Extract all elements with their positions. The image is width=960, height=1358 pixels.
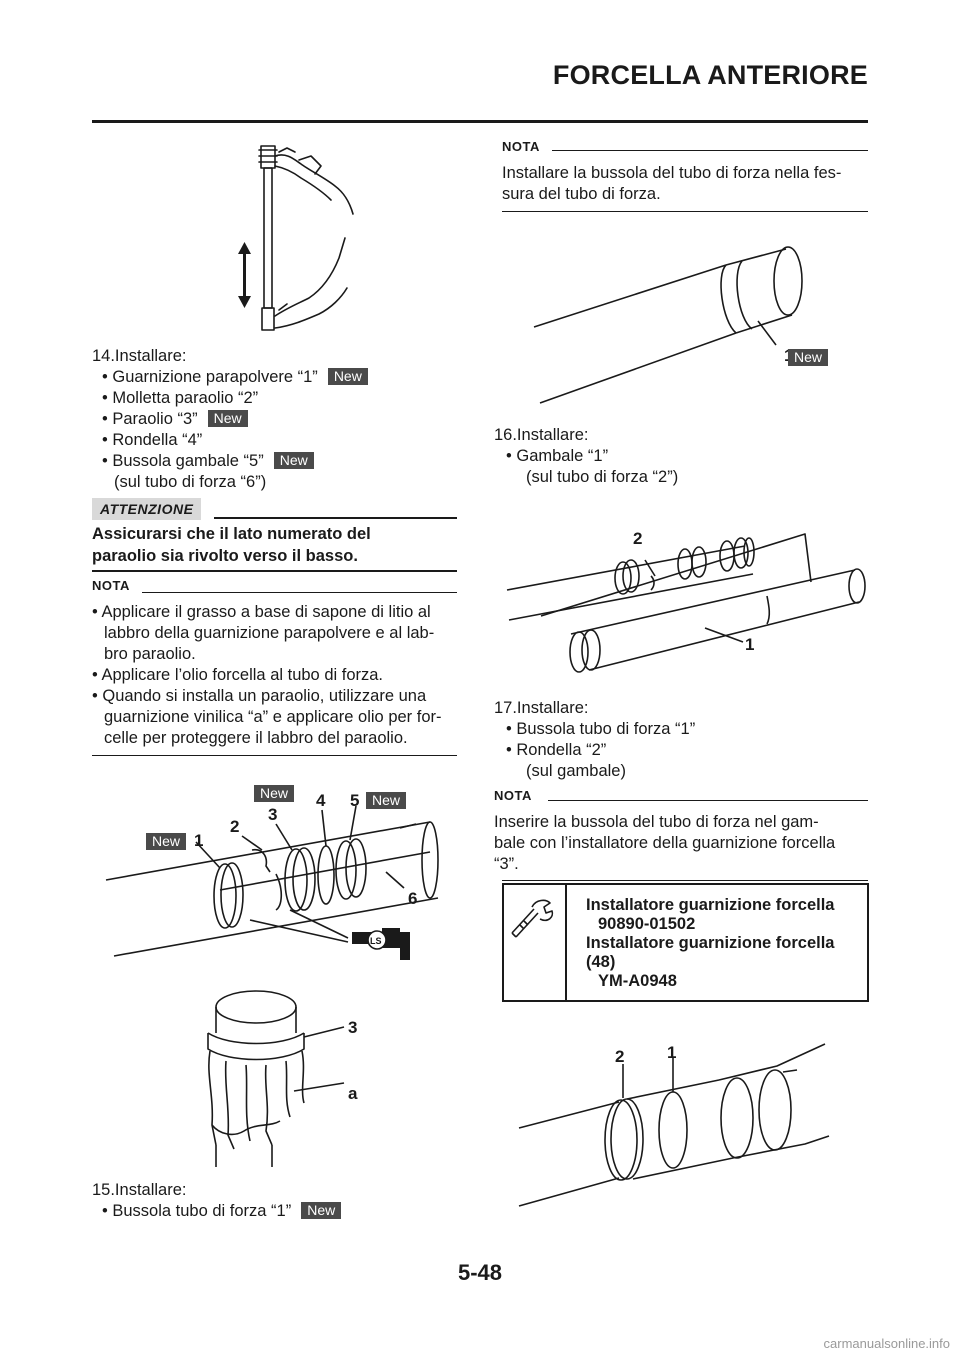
step15-heading: 15.Installare: xyxy=(92,1181,187,1199)
fig-bushing-washer: 2 1 xyxy=(518,1043,830,1207)
svg-text:LS: LS xyxy=(370,936,382,946)
nota3-line: “3”. xyxy=(494,855,519,873)
nota2-rule-bottom xyxy=(502,211,868,212)
tool-box xyxy=(502,883,869,1002)
fig-hands-tool xyxy=(238,145,354,331)
step14-item-5: • Bussola gambale “5”New xyxy=(102,451,314,473)
nota2-line: Installare la bussola del tubo di forza … xyxy=(502,164,842,182)
step17-item-1: • Bussola tubo di forza “1” xyxy=(506,720,696,738)
attention-label: ATTENZIONE xyxy=(92,498,202,520)
step17-heading: 17.Installare: xyxy=(494,699,589,717)
tool-line: Installatore guarnizione forcella xyxy=(586,934,835,952)
nota1-line: labbro della guarnizione parapolvere e a… xyxy=(104,624,435,642)
new-badge: New xyxy=(327,368,368,385)
svg-text:3: 3 xyxy=(348,1018,357,1037)
new-badge: New xyxy=(207,410,248,427)
nota1-label: NOTA xyxy=(92,578,130,593)
nota2-line: sura del tubo di forza. xyxy=(502,185,661,203)
svg-text:2: 2 xyxy=(230,817,239,836)
step14-item-1: • Guarnizione parapolvere “1”New xyxy=(102,367,368,389)
page-title: FORCELLA ANTERIORE xyxy=(552,60,868,90)
nota3-line: Inserire la bussola del tubo di forza ne… xyxy=(494,813,819,831)
step14-item-3: • Paraolio “3”New xyxy=(102,409,248,431)
nota3-rule-bottom xyxy=(502,880,868,881)
svg-text:2: 2 xyxy=(615,1047,624,1066)
step16-item-1: • Gambale “1” xyxy=(506,447,609,465)
step14-item-2: • Molletta paraolio “2” xyxy=(102,389,259,407)
header-rule xyxy=(92,120,868,123)
nota1-line: • Quando si installa un paraolio, utiliz… xyxy=(92,687,427,705)
step15-item-1: • Bussola tubo di forza “1”New xyxy=(102,1201,342,1223)
attention-line-1: Assicurarsi che il lato numerato del xyxy=(92,525,371,543)
nota1-line: guarnizione vinilica “a” e applicare oli… xyxy=(104,708,442,726)
page-number: 5-48 xyxy=(457,1260,503,1285)
tool-line: 90890-01502 xyxy=(598,915,696,933)
attention-rule-bottom xyxy=(92,570,457,572)
svg-text:4: 4 xyxy=(316,791,326,810)
nota2-label: NOTA xyxy=(502,139,540,154)
nota2-rule xyxy=(552,150,868,151)
wrench-icon xyxy=(511,899,554,938)
step17-item-2: • Rondella “2” xyxy=(506,741,607,759)
fig-seals-on-tube: LS 1 2 3 4 5 6 xyxy=(105,791,439,960)
fig-outer-inner-tube: 2 1 xyxy=(506,529,866,673)
nota1-line: • Applicare l’olio forcella al tubo di f… xyxy=(92,666,384,684)
nota1-line: bro paraolio. xyxy=(104,645,196,663)
step17-item-3: (sul gambale) xyxy=(526,762,626,780)
fig2-new-badge-3: New xyxy=(254,785,295,804)
svg-text:1: 1 xyxy=(745,635,754,654)
fig2-new-badge-5: New xyxy=(366,792,407,811)
step16-heading: 16.Installare: xyxy=(494,426,589,444)
tool-line: YM-A0948 xyxy=(598,972,677,990)
fig2-new-badge-1: New xyxy=(146,833,187,852)
new-badge: New xyxy=(273,452,314,469)
attention-line-2: paraolio sia rivolto verso il basso. xyxy=(92,547,358,565)
svg-text:1: 1 xyxy=(194,831,203,850)
svg-text:6: 6 xyxy=(408,889,417,908)
nota3-label: NOTA xyxy=(494,788,532,803)
nota1-rule-bottom xyxy=(92,755,457,756)
watermark: carmanualsonline.info xyxy=(823,1336,950,1351)
attention-rule-top xyxy=(214,517,457,519)
tool-line: (48) xyxy=(586,953,616,971)
nota3-rule xyxy=(548,800,868,801)
fig4-new-badge: New xyxy=(788,349,829,368)
step14-item-6: (sul tubo di forza “6”) xyxy=(114,473,267,491)
svg-text:3: 3 xyxy=(268,805,277,824)
tool-box-divider xyxy=(565,885,567,1000)
nota1-line: • Applicare il grasso a base di sapone d… xyxy=(92,603,431,621)
nota1-rule xyxy=(142,592,457,593)
tool-line: Installatore guarnizione forcella xyxy=(586,896,835,914)
step16-item-2: (sul tubo di forza “2”) xyxy=(526,468,679,486)
step14-heading: 14.Installare: xyxy=(92,347,187,365)
nota1-line: celle per proteggere il labbro del parao… xyxy=(104,729,408,747)
fig-seal-vinyl: 3 a xyxy=(207,990,358,1167)
step14-item-4: • Rondella “4” xyxy=(102,431,203,449)
svg-text:5: 5 xyxy=(350,791,359,810)
svg-text:a: a xyxy=(348,1084,358,1103)
svg-text:2: 2 xyxy=(633,529,642,548)
svg-text:1: 1 xyxy=(667,1043,676,1062)
fig-tube-bushing: 1 xyxy=(533,246,803,404)
nota3-line: bale con l’installatore della guarnizion… xyxy=(494,834,836,852)
new-badge: New xyxy=(301,1202,342,1219)
